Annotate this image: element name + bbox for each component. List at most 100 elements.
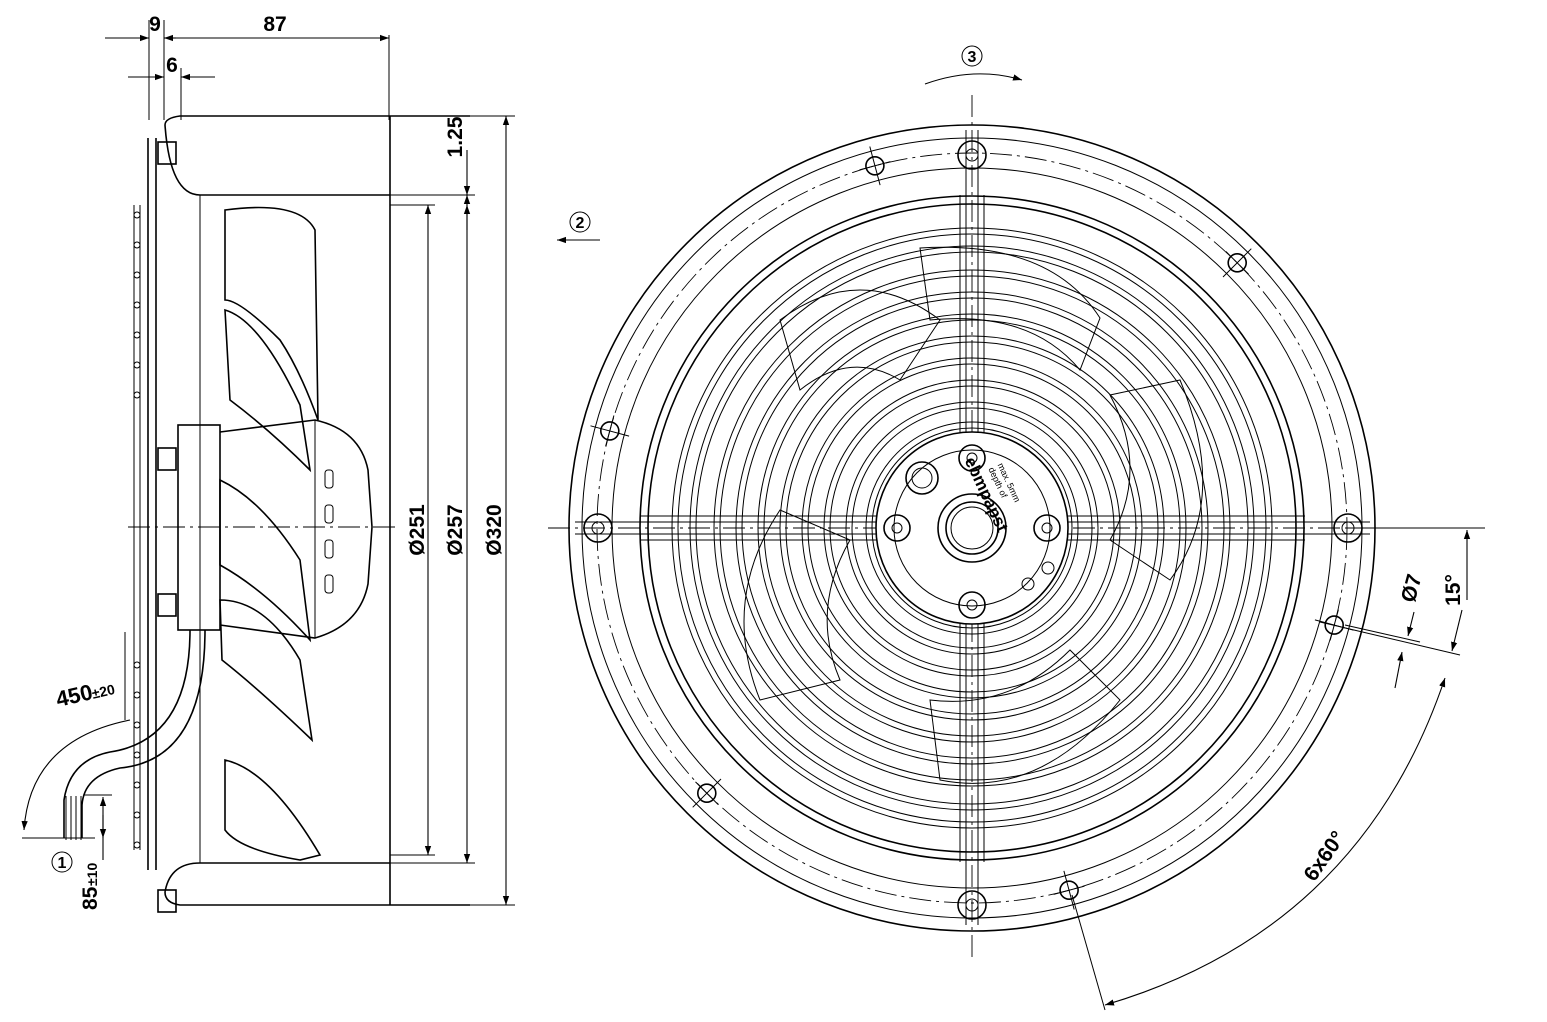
mounting-hole (1227, 252, 1247, 273)
grille-ring-inner (763, 319, 1181, 737)
rivet (133, 661, 141, 669)
grille-ring-inner (695, 251, 1249, 805)
dim-6: 6 (166, 54, 178, 77)
grille-ring-inner (785, 341, 1159, 715)
mounting-hole (599, 421, 620, 441)
grille-ring (865, 421, 1079, 635)
svg-text:2: 2 (576, 215, 585, 232)
hub-screw-head (966, 599, 978, 611)
grille-ring (801, 357, 1143, 699)
venturi-ring (639, 195, 1305, 861)
hub-screw-head (891, 522, 903, 534)
callout-3: 3 (924, 45, 1023, 85)
hub-screw (883, 514, 911, 542)
hole-centerline (1053, 885, 1085, 895)
hub-screw-head (966, 452, 978, 464)
fixing-screw-head (965, 898, 979, 912)
grille-ring-inner (807, 363, 1137, 693)
rivet (133, 841, 141, 849)
cable-gland-inner (911, 467, 933, 489)
rivet (133, 301, 141, 309)
motor-rotor (219, 419, 373, 639)
rivet (133, 691, 141, 699)
venturi-ring-inner (647, 203, 1297, 853)
hole-centerline (859, 161, 891, 171)
rivet (133, 211, 141, 219)
fixing-screw (957, 140, 987, 170)
cable-wires (65, 796, 82, 840)
dim-251: Ø251 (406, 504, 429, 556)
guard-grille (671, 227, 1273, 829)
flange-bolt-mid-1 (157, 447, 177, 471)
grille-ring (689, 245, 1255, 811)
motor-mount (177, 424, 221, 631)
venturi-bottom (164, 862, 390, 893)
dim-257: Ø257 (444, 504, 467, 555)
mounting-hole (1059, 880, 1079, 901)
bolt-circle (596, 152, 1348, 904)
cable-inner (81, 629, 206, 838)
cable-length-value: 450 (54, 679, 95, 712)
hub-screw-small (1021, 577, 1035, 591)
grille-ring-inner (741, 297, 1203, 759)
front-view: ebmpapst depth of max. 5mm (548, 95, 1400, 960)
fixing-screw-head (965, 148, 979, 162)
hub-screw (1033, 514, 1061, 542)
grille-ring (757, 313, 1187, 743)
svg-text:3: 3 (968, 49, 977, 66)
mounting-hole (865, 156, 885, 176)
grille-ring-inner (851, 407, 1093, 649)
motor-hub (875, 431, 1069, 625)
flange-rivets (133, 211, 141, 849)
rotor-slots (324, 469, 334, 594)
front-dimensions (1071, 527, 1485, 1011)
callout-2: 2 (557, 211, 600, 244)
rivet (133, 241, 141, 249)
grille-ring (823, 379, 1121, 677)
shaft-bore-outer (937, 493, 1007, 563)
strip-length-value: 85 (79, 886, 102, 910)
dim-cable-length: 450 ±20 (54, 679, 117, 712)
rivet (133, 751, 141, 759)
housing-bottom-edge (164, 891, 470, 906)
rivet (133, 271, 141, 279)
motor-hub-inner (893, 449, 1051, 607)
rivet (133, 811, 141, 819)
hub-screw (958, 591, 986, 619)
strip-length-tolerance: ±10 (84, 863, 100, 886)
dim-angle-6x60: 6x60° (1299, 827, 1349, 885)
hub-screw-head (1041, 522, 1053, 534)
dim-320: Ø320 (483, 504, 506, 555)
cable-gland (905, 461, 939, 495)
mounting-hole (1324, 615, 1344, 635)
hole-centerline (1225, 251, 1249, 275)
dim-87: 87 (263, 13, 286, 36)
dim-angle-15: 15° (1442, 574, 1465, 606)
grille-ring-inner (829, 385, 1115, 671)
flange-bolt-mid-2 (157, 593, 177, 617)
rivet (133, 391, 141, 399)
fixing-screw (583, 513, 613, 543)
side-dimensions (21, 20, 515, 906)
rivet (133, 721, 141, 729)
cable-outer (63, 629, 191, 838)
svg-text:1: 1 (58, 855, 67, 872)
hole-centerline (605, 415, 615, 447)
ground-symbol (1041, 561, 1055, 575)
side-view (63, 115, 470, 913)
flange-bolt-top (157, 141, 177, 165)
grille-ring (735, 291, 1209, 765)
dim-strip-length: 85 ±10 (79, 863, 102, 910)
hub-screws (883, 444, 1061, 619)
fixing-screw (957, 890, 987, 920)
shaft-bore (945, 501, 999, 555)
grille-ring-inner (871, 427, 1073, 629)
housing-top-edge (164, 115, 470, 126)
dim-1-25: 1.25 (444, 116, 467, 157)
rivet (133, 331, 141, 339)
fan-blades-side (219, 206, 322, 861)
grille-ring (671, 227, 1273, 829)
grille-ring-inner (677, 233, 1267, 823)
hub-screw (958, 444, 986, 472)
